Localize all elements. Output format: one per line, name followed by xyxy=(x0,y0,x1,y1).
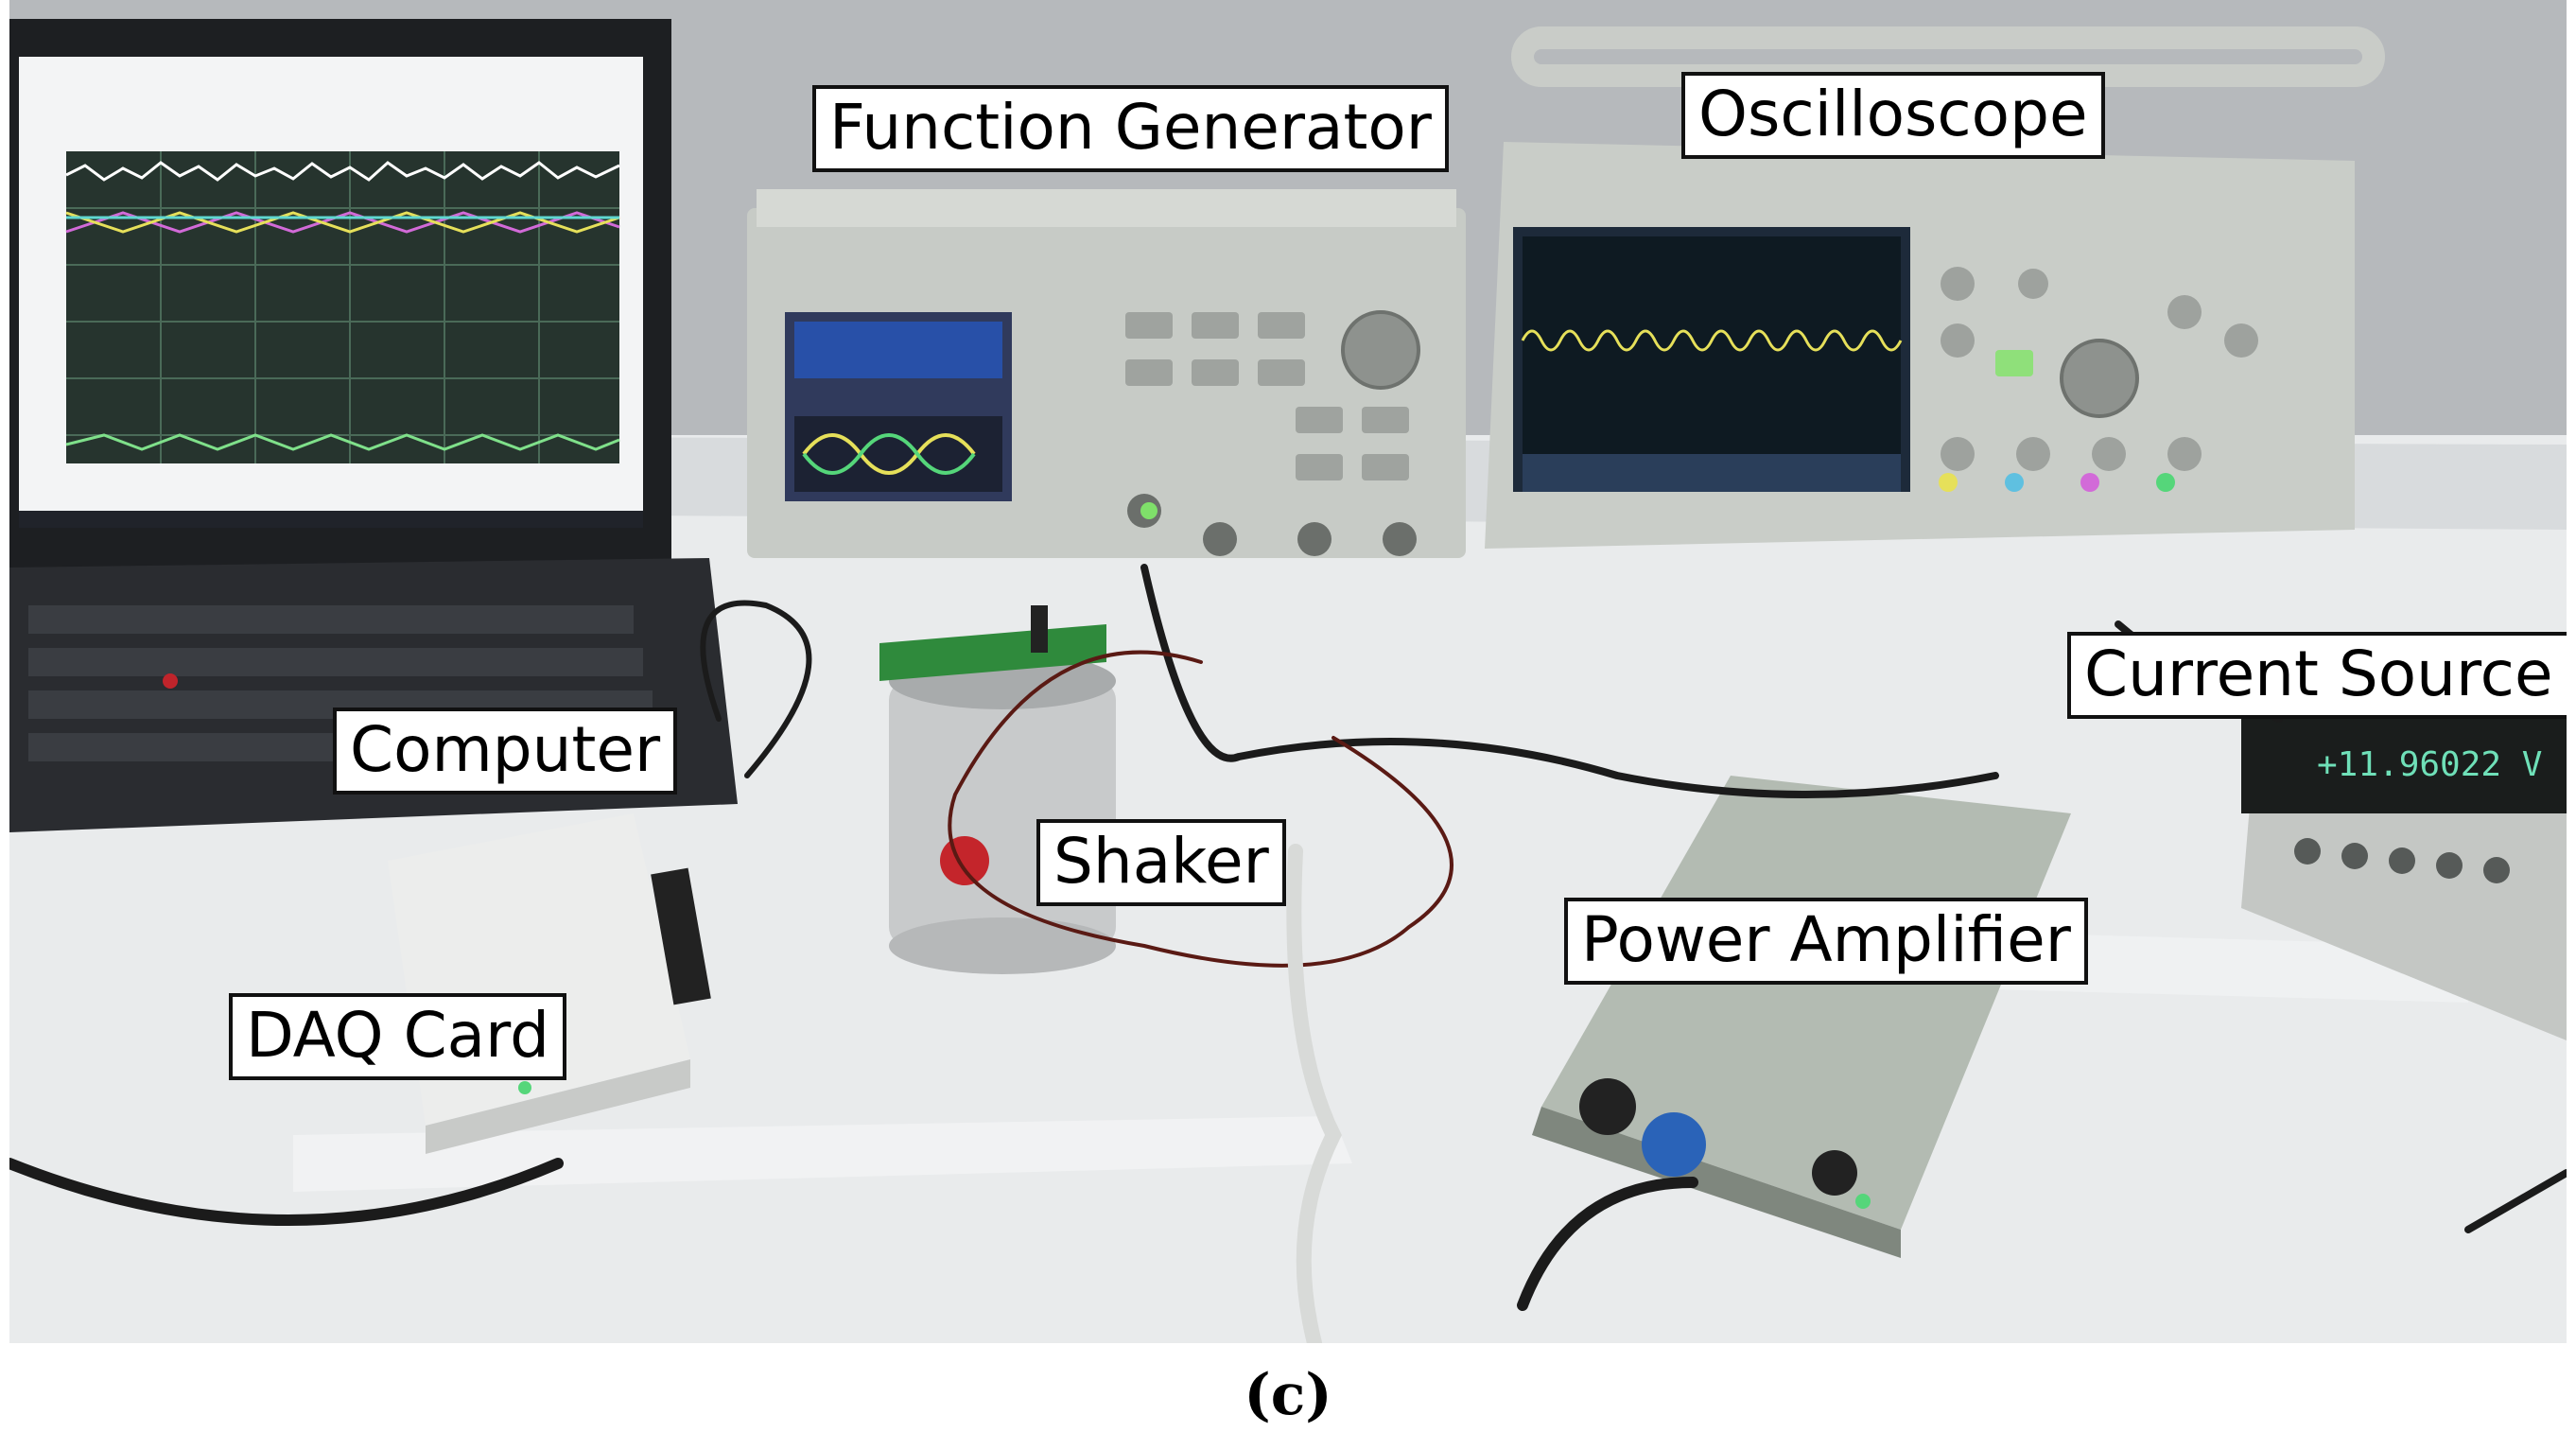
shaker-device xyxy=(879,605,1116,974)
label-oscilloscope: Oscilloscope xyxy=(1681,72,2105,159)
label-shaker: Shaker xyxy=(1036,819,1286,906)
label-current-source: Current Source xyxy=(2067,632,2567,719)
label-computer: Computer xyxy=(333,708,678,795)
current-source-readout: +11.96022 V xyxy=(2317,745,2542,784)
figure-caption: (c) xyxy=(1244,1362,1332,1428)
label-power-amplifier: Power Amplifier xyxy=(1564,898,2088,985)
laptop xyxy=(9,19,738,832)
function-generator-device xyxy=(747,189,1466,558)
current-source-device: +11.96022 V xyxy=(2241,662,2567,1040)
lab-setup-photo: +11.96022 V xyxy=(9,0,2567,1343)
label-daq-card: DAQ Card xyxy=(229,993,566,1080)
power-amplifier-device xyxy=(1532,776,2071,1258)
oscilloscope-device xyxy=(1485,26,2385,549)
label-function-generator: Function Generator xyxy=(812,85,1449,172)
